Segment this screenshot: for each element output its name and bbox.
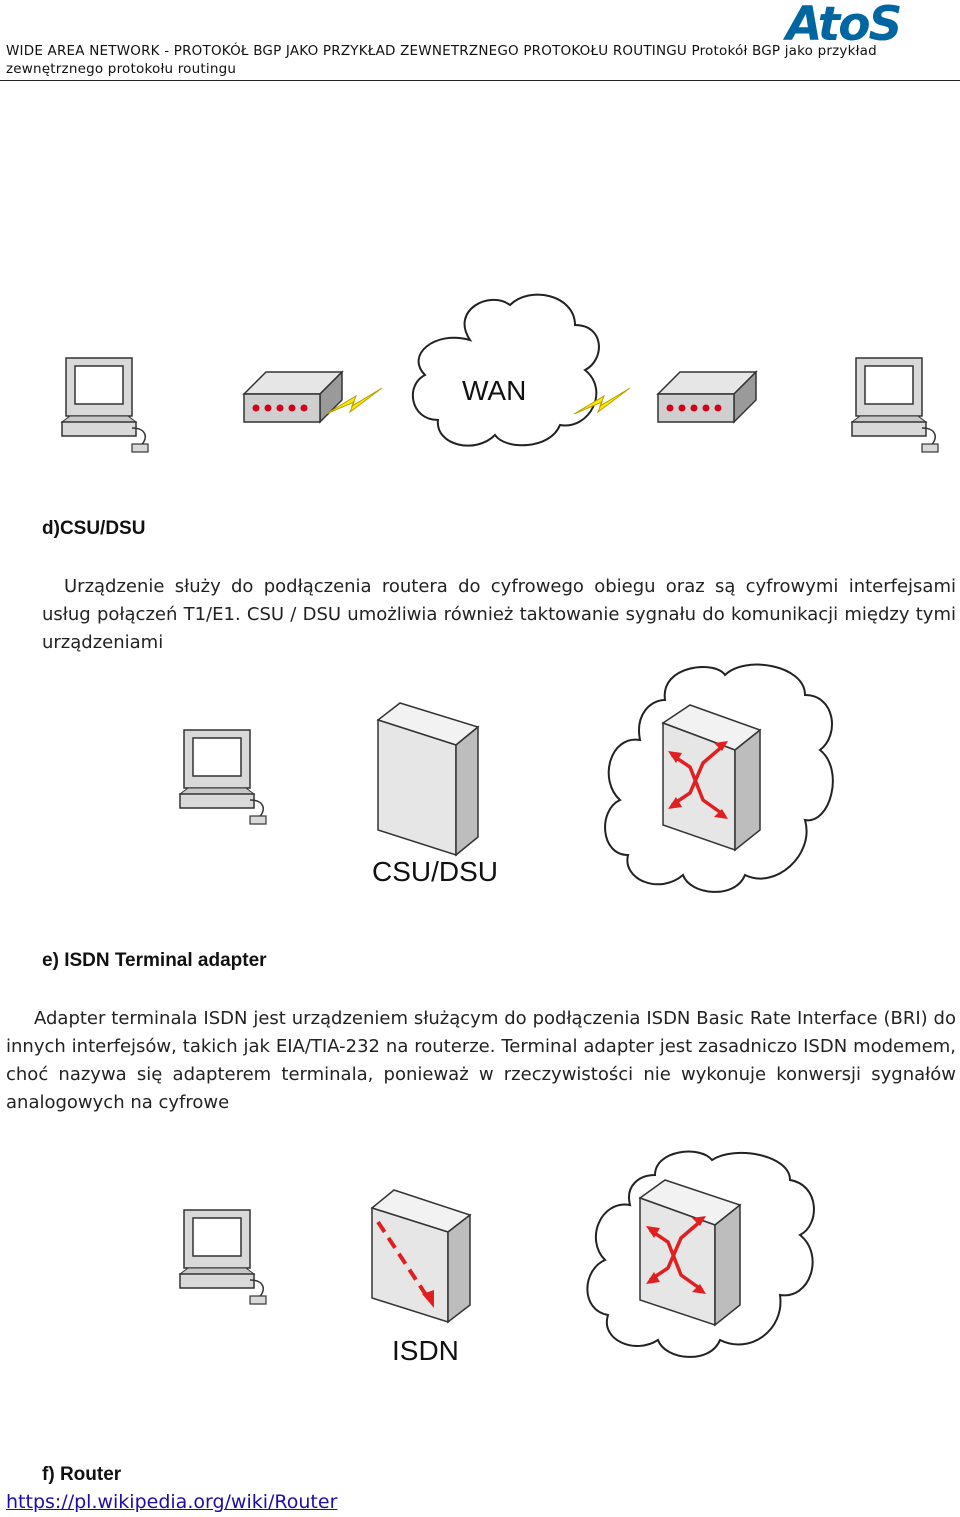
section-e-heading: e) ISDN Terminal adapter (42, 950, 267, 972)
csu-dsu-left-icon (243, 371, 343, 423)
section-e-title: ISDN Terminal adapter (64, 950, 267, 971)
atos-logo: AtoS (786, 0, 946, 50)
wan-diagram: WAN (61, 293, 939, 453)
section-d-title: CSU/DSU (59, 518, 146, 539)
section-d-heading: d)CSU/DSU (42, 518, 145, 540)
section-d-paragraph: Urządzenie służy do podłączenia routera … (42, 576, 956, 653)
pc-right-icon (851, 357, 939, 453)
csu-dsu-right-icon (657, 371, 757, 423)
page-header-title: WIDE AREA NETWORK - PROTOKÓŁ BGP JAKO PR… (6, 43, 877, 77)
section-f-title: Router (59, 1464, 122, 1485)
section-e-paragraph: Adapter terminala ISDN jest urządzeniem … (6, 1008, 956, 1113)
section-f-heading: f) Router (42, 1464, 121, 1486)
router-wikipedia-link[interactable]: https://pl.wikipedia.org/wiki/Router (6, 1491, 338, 1513)
atos-logo-text: AtoS (786, 0, 902, 52)
section-e-marker: e) (42, 950, 59, 971)
header-divider (0, 80, 960, 81)
pc-icon (179, 1209, 267, 1305)
pc-icon (179, 729, 267, 825)
wan-cloud-label: WAN (462, 375, 526, 406)
pc-left-icon (61, 357, 149, 453)
wan-cloud-icon (411, 293, 600, 447)
switch-router-icon (638, 1179, 742, 1327)
csu-dsu-box-icon (376, 702, 480, 857)
csu-dsu-label: CSU/DSU (372, 856, 498, 887)
csu-dsu-diagram: CSU/DSU (179, 663, 834, 893)
isdn-label: ISDN (392, 1335, 459, 1366)
section-d-marker: d) (42, 518, 60, 539)
section-f-marker: f) (42, 1464, 55, 1485)
isdn-diagram: ISDN (179, 1150, 815, 1366)
switch-router-icon (661, 704, 762, 852)
isdn-terminal-adapter-icon (370, 1189, 472, 1324)
